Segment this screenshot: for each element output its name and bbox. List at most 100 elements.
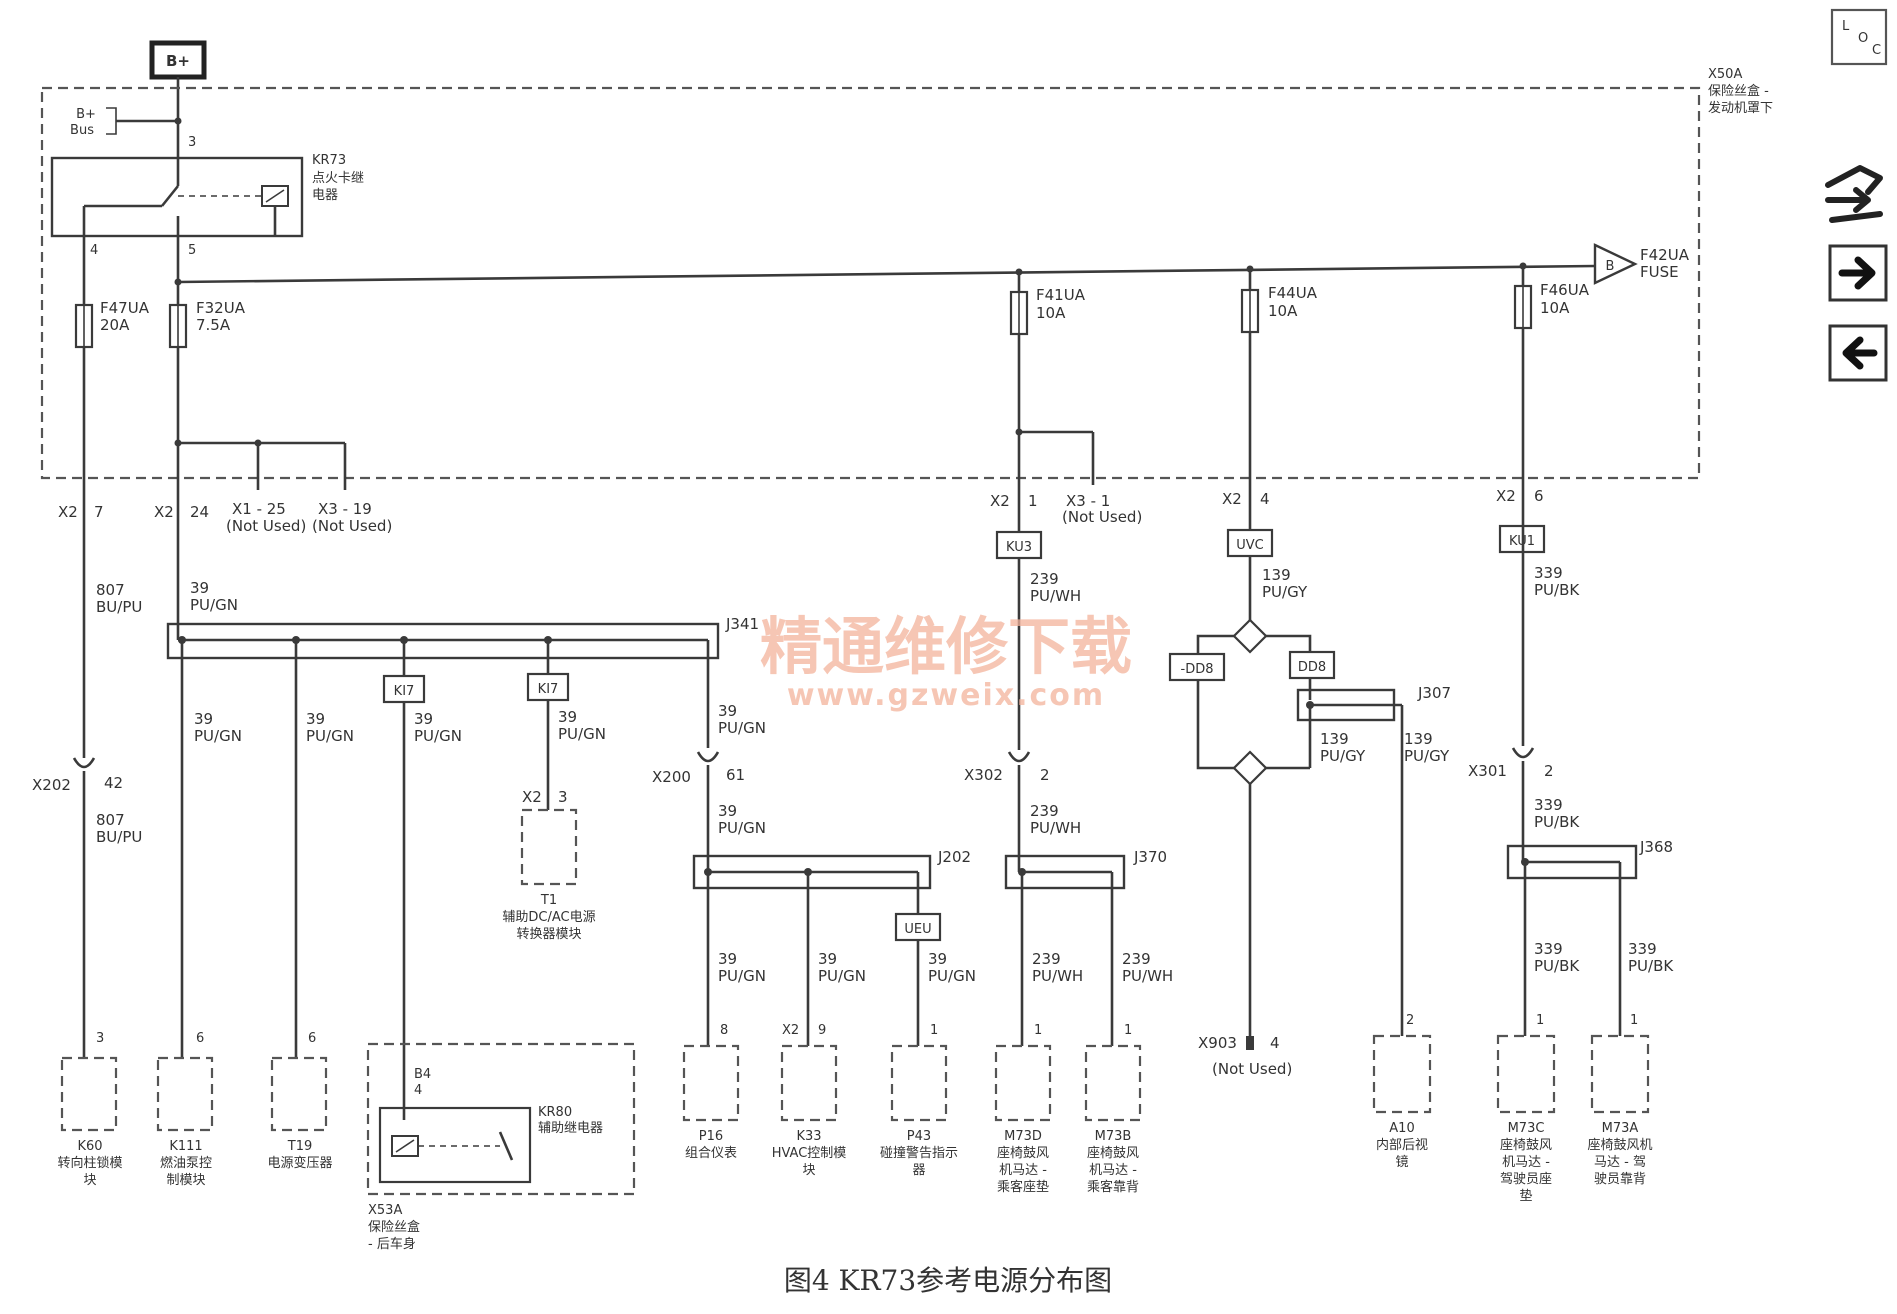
svg-text:转向柱锁模: 转向柱锁模 [57,1155,122,1171]
svg-text:PU/BK: PU/BK [1534,957,1580,975]
svg-text:X903: X903 [1198,1034,1237,1052]
svg-text:1: 1 [1536,1013,1544,1028]
svg-text:PU/WH: PU/WH [1030,587,1081,605]
svg-text:339: 339 [1534,564,1563,582]
svg-text:PU/GN: PU/GN [818,967,866,985]
svg-text:39: 39 [818,950,837,968]
svg-text:K111: K111 [169,1139,202,1154]
svg-text:内部后视: 内部后视 [1376,1137,1428,1153]
svg-text:F41UA: F41UA [1036,286,1086,304]
svg-text:39: 39 [558,708,577,726]
svg-text:10A: 10A [1540,299,1570,317]
svg-text:J202: J202 [937,848,971,866]
component-m73b [1084,1044,1142,1122]
svg-text:HVAC控制模: HVAC控制模 [772,1146,847,1161]
svg-text:UEU: UEU [904,922,931,937]
svg-text:- 后车身: - 后车身 [368,1236,416,1252]
svg-text:PU/GN: PU/GN [718,967,766,985]
svg-text:42: 42 [104,774,123,792]
component-m73d [994,1044,1052,1122]
svg-text:KR80: KR80 [538,1105,572,1120]
svg-text:239: 239 [1122,950,1151,968]
svg-text:139: 139 [1320,730,1349,748]
bus-label-2: Bus [70,123,94,138]
svg-text:X2: X2 [1222,490,1242,508]
svg-text:器: 器 [912,1163,925,1178]
svg-text:马达 - 驾: 马达 - 驾 [1594,1155,1646,1170]
svg-text:座椅鼓风: 座椅鼓风 [997,1146,1049,1161]
svg-text:PU/GY: PU/GY [1320,747,1366,765]
prev-arrow-button[interactable] [1828,324,1888,382]
fuse-box-id: X50A [1708,67,1742,82]
svg-text:X2: X2 [782,1023,799,1038]
svg-text:39: 39 [306,710,325,728]
svg-text:PU/WH: PU/WH [1122,967,1173,985]
svg-text:339: 339 [1534,940,1563,958]
tag-ueu [894,912,942,942]
svg-text:PU/BK: PU/BK [1534,581,1580,599]
link-icon[interactable] [1825,165,1883,223]
svg-text:机马达 -: 机马达 - [999,1163,1047,1178]
svg-text:组合仪表: 组合仪表 [685,1146,737,1161]
svg-text:O: O [1858,31,1868,46]
svg-text:X2: X2 [58,503,78,521]
svg-text:F32UA: F32UA [196,299,246,317]
connector-x301 [1511,747,1535,759]
svg-text:X2: X2 [990,492,1010,510]
svg-text:2: 2 [1406,1013,1414,1028]
svg-text:10A: 10A [1268,302,1298,320]
svg-text:39: 39 [414,710,433,728]
fuse-box-x53a [366,1042,636,1196]
loc-button[interactable]: L O C [1830,8,1888,66]
svg-text:2: 2 [1544,762,1554,780]
svg-text:转换器模块: 转换器模块 [516,927,581,942]
fuse-box-name-2: 发动机罩下 [1708,100,1773,116]
svg-text:KU3: KU3 [1006,540,1032,555]
svg-text:机马达 -: 机马达 - [1089,1163,1137,1178]
fuse-box-border [40,86,1701,480]
next-arrow-button[interactable] [1828,244,1888,302]
svg-text:807: 807 [96,581,125,599]
connector-x202 [72,757,96,769]
battery-label: B+ [166,52,190,70]
connector-x200 [696,751,720,763]
svg-text:L: L [1842,19,1850,34]
tag-ki7-a [382,674,426,704]
splice-j202 [692,854,932,890]
svg-text:UVC: UVC [1236,538,1264,553]
svg-text:61: 61 [726,766,745,784]
svg-text:J370: J370 [1133,848,1167,866]
component-m73c [1496,1034,1556,1114]
svg-text:6: 6 [196,1031,204,1046]
svg-text:10A: 10A [1036,304,1066,322]
svg-text:4: 4 [1260,490,1270,508]
svg-text:M73A: M73A [1602,1121,1639,1136]
svg-text:(Not Used): (Not Used) [1212,1060,1292,1078]
svg-text:X202: X202 [32,776,71,794]
svg-text:339: 339 [1628,940,1657,958]
svg-text:4: 4 [1270,1034,1280,1052]
component-k33 [780,1044,838,1122]
svg-text:P43: P43 [907,1129,931,1144]
tag-uvc [1226,528,1274,558]
svg-text:(Not Used): (Not Used) [1062,508,1142,526]
svg-text:X301: X301 [1468,762,1507,780]
svg-text:X2: X2 [1496,487,1516,505]
svg-text:KI7: KI7 [538,682,559,697]
svg-text:339: 339 [1534,796,1563,814]
svg-text:39: 39 [928,950,947,968]
svg-text:139: 139 [1404,730,1433,748]
svg-text:24: 24 [190,503,209,521]
svg-text:X200: X200 [652,768,691,786]
component-a10 [1372,1034,1432,1114]
svg-text:239: 239 [1030,570,1059,588]
svg-text:39: 39 [194,710,213,728]
component-t19 [270,1056,328,1132]
svg-text:座椅鼓风机: 座椅鼓风机 [1587,1138,1652,1153]
svg-text:点火卡继: 点火卡继 [312,171,364,186]
fuse-box-name-1: 保险丝盒 - [1708,83,1769,99]
svg-text:6: 6 [1534,487,1544,505]
svg-text:块: 块 [83,1173,96,1188]
watermark-title: 精通维修下载 [760,610,1132,683]
